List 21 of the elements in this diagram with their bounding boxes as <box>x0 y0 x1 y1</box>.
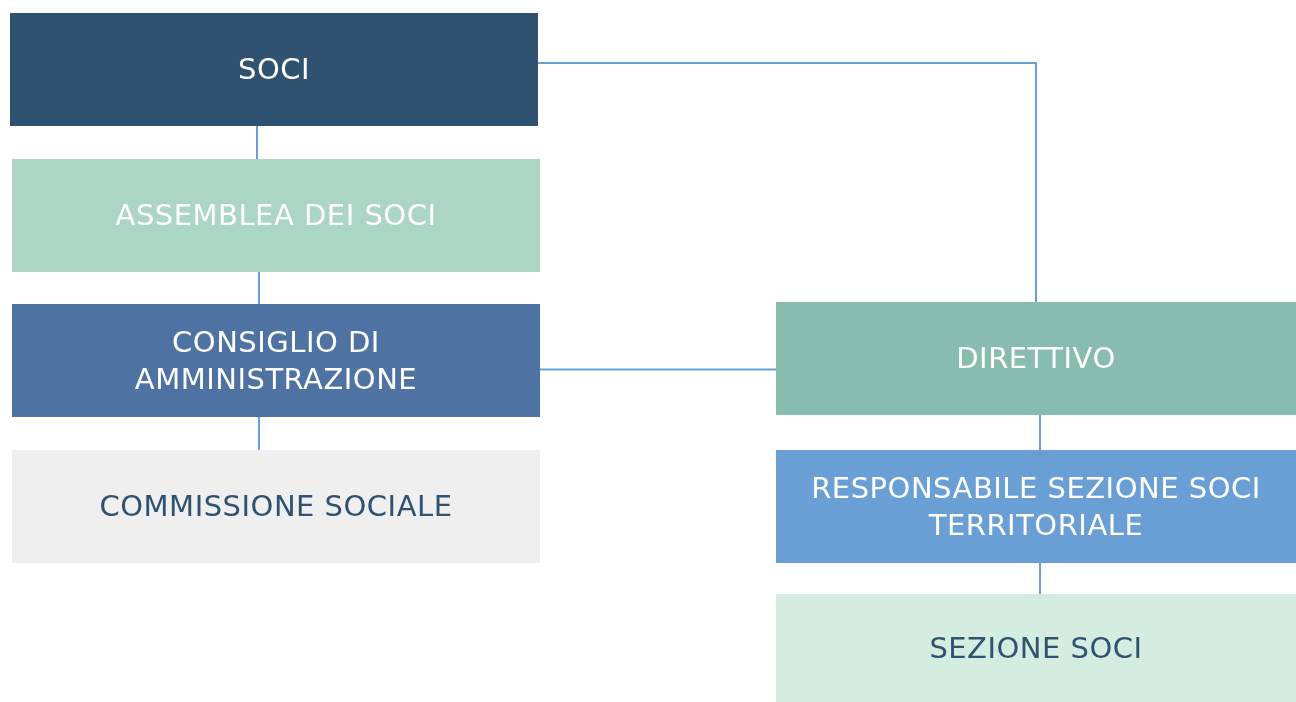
box-label: ASSEMBLEA DEI SOCI <box>115 197 437 234</box>
org-box <box>12 304 540 417</box>
box-label: SEZIONE SOCI <box>929 629 1143 667</box>
connector-line <box>258 271 260 305</box>
org-box <box>12 450 540 563</box>
org-box <box>10 13 538 126</box>
connector-line <box>256 125 258 160</box>
connector-line <box>537 62 1037 303</box>
box-label: SOCI <box>237 51 310 88</box>
box-label: DIRETTIVO <box>956 340 1116 377</box>
org-box <box>776 594 1296 702</box>
org-box <box>776 302 1296 415</box>
connector-line <box>1039 562 1041 595</box>
box-label: COMMISSIONE SOCIALE <box>99 488 453 525</box>
org-box <box>776 450 1296 563</box>
box-label: CONSIGLIO DI AMMINISTRAZIONE <box>133 324 419 397</box>
connector-line <box>258 416 260 451</box>
connector-line <box>1039 414 1041 451</box>
org-box <box>12 159 540 272</box>
connector-line <box>539 368 777 371</box>
box-label: RESPONSABILE SEZIONE SOCI TERRITORIALE <box>810 470 1262 543</box>
